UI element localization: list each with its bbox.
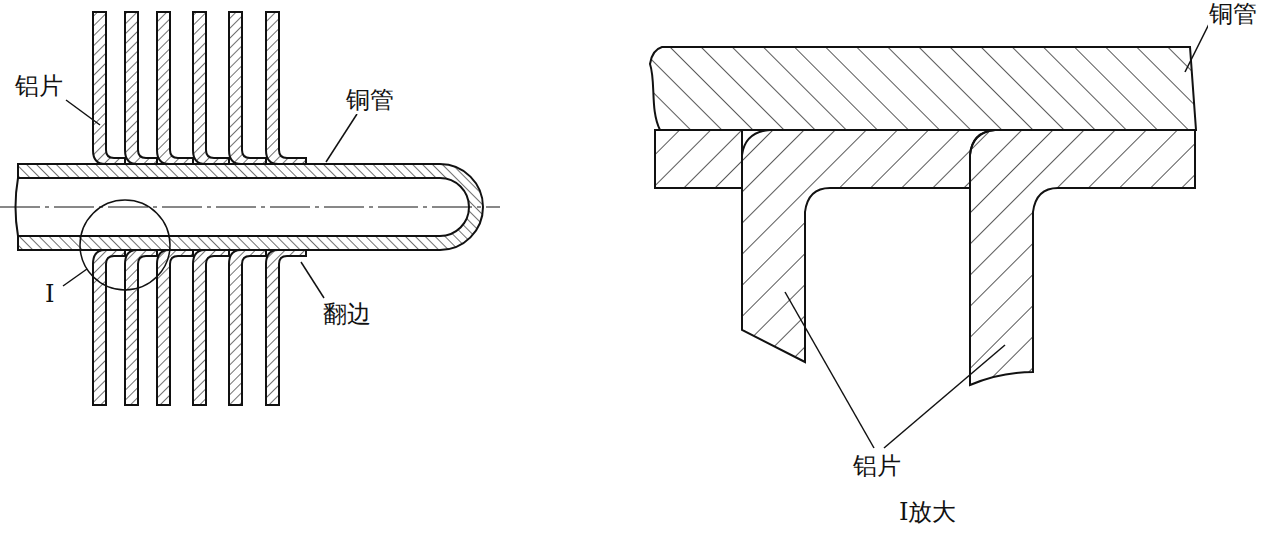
center-line bbox=[0, 207, 500, 208]
leader-line bbox=[66, 100, 100, 125]
aluminium-fin bbox=[93, 250, 125, 405]
detail-circle bbox=[80, 200, 170, 290]
leader-line bbox=[63, 269, 87, 286]
aluminium-fin bbox=[193, 250, 229, 405]
part-label: 铝片 bbox=[14, 72, 64, 100]
leader-line bbox=[1185, 24, 1209, 72]
aluminium-fin bbox=[193, 12, 229, 164]
leader-line bbox=[785, 292, 874, 448]
copper-tube-detail bbox=[650, 47, 1196, 130]
aluminium-fin bbox=[125, 12, 157, 164]
leader-line bbox=[326, 114, 357, 162]
aluminium-fin bbox=[266, 12, 306, 164]
leader-line bbox=[301, 262, 324, 298]
aluminium-fins-upper bbox=[93, 12, 306, 164]
fin-flange-detail bbox=[655, 130, 742, 188]
part-label: 铜管 bbox=[1208, 0, 1258, 28]
detail-marker: Ⅰ bbox=[44, 280, 55, 308]
aluminium-fin bbox=[229, 12, 266, 164]
part-label: 翻边 bbox=[322, 300, 372, 328]
aluminium-fin bbox=[157, 12, 193, 164]
leader-line bbox=[884, 345, 1005, 448]
aluminium-fin bbox=[229, 250, 266, 405]
aluminium-fin bbox=[157, 250, 193, 405]
part-label: 铝片 bbox=[852, 452, 902, 480]
aluminium-fins-lower bbox=[93, 250, 306, 405]
view-caption: Ⅰ放大 bbox=[898, 498, 957, 526]
aluminium-fin bbox=[93, 12, 125, 164]
aluminium-fin bbox=[125, 250, 157, 405]
part-label: 铜管 bbox=[345, 86, 395, 114]
aluminium-fin bbox=[266, 250, 306, 405]
fin-detail bbox=[742, 130, 995, 362]
